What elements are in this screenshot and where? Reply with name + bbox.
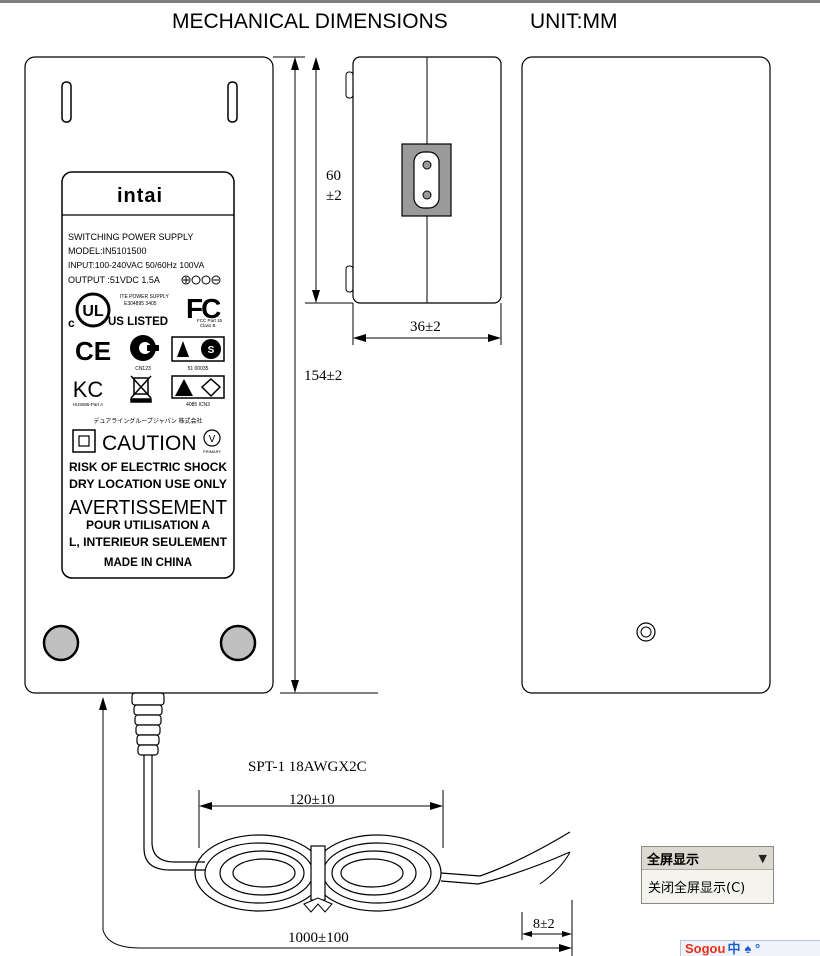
warning-line-2: DRY LOCATION USE ONLY (69, 477, 227, 491)
cable-length: 1000±100 (288, 930, 349, 946)
weee-bin-icon (130, 375, 152, 403)
cable-wire-a (143, 755, 205, 871)
width-dimension: 36±2 (410, 319, 441, 335)
adapter-bottom-view (521, 56, 771, 694)
ul-file-text: E304895 3405 (124, 301, 157, 307)
cable-tie (310, 845, 326, 901)
svg-text:V: V (209, 434, 216, 445)
caution-text: CAUTION (102, 432, 197, 455)
strain-relief (131, 692, 165, 756)
length-dimension: 154±2 (304, 368, 342, 384)
label-line-4: OUTPUT :51VDC 1.5A (68, 275, 160, 285)
exit-fullscreen-item[interactable]: 关闭全屏显示(C) (648, 881, 746, 896)
fullscreen-menu[interactable]: 全屏显示 ▼ 关闭全屏显示(C) (641, 846, 774, 904)
svg-text:PRIMARY: PRIMARY (203, 449, 221, 454)
ul-c-mark: c (68, 316, 75, 330)
double-insulation-icon (72, 429, 96, 453)
vent-slot-right (227, 81, 238, 123)
screw-hole-icon (636, 622, 656, 642)
label-line-1: SWITCHING POWER SUPPLY (68, 232, 193, 242)
vent-slot-left (61, 81, 72, 123)
svg-text:S: S (208, 345, 215, 356)
ccc-code: CN123 (135, 366, 151, 372)
fullscreen-menu-header[interactable]: 全屏显示 ▼ (642, 847, 773, 870)
nz-code: 51 00035 (188, 366, 209, 372)
window-top-border (0, 0, 820, 3)
fcc-note: FCC Part 15 (197, 318, 223, 323)
foot-pad-left (42, 624, 80, 662)
svg-text:UL: UL (82, 303, 104, 320)
cable-wire-b (151, 755, 205, 863)
japanese-line: デュアライングループジャパン 株式会社 (93, 417, 202, 425)
fcc-logo-icon: FC (186, 293, 221, 324)
warning-line-6: MADE IN CHINA (104, 557, 192, 569)
kc-code: HU5085-Part A (73, 402, 103, 407)
kc-mark-icon: KC (73, 377, 104, 402)
output-wire-b (440, 851, 571, 885)
coil-dimension: 120±10 (289, 792, 335, 808)
ce-mark-icon: CE (75, 336, 111, 366)
toolbar-glyphs[interactable]: ♠ ° (744, 941, 761, 956)
polarity-icon (181, 275, 221, 285)
cert-mark-icon (171, 375, 225, 399)
nz-mark-icon: S (171, 336, 225, 362)
warning-line-4: POUR UTILISATION A (86, 518, 210, 532)
ccc-mark-icon (130, 335, 159, 361)
foot-pad-right (219, 624, 257, 662)
efficiency-v-icon (203, 429, 221, 447)
inlet-tolerance: ±2 (326, 188, 342, 204)
label-line-3: INPUT:100-240VAC 50/60Hz 100VA (68, 260, 205, 270)
ul-listed-text: US LISTED (108, 316, 168, 328)
unit-label: UNIT:MM (530, 10, 618, 33)
ul-small-text: ITE POWER SUPPLY (120, 294, 169, 300)
warning-line-3: AVERTISSEMENT (69, 497, 227, 519)
output-wire-a (440, 831, 571, 877)
cable-spec: SPT-1 18AWGX2C (248, 759, 367, 775)
warning-line-5: L, INTERIEUR SEULEMENT (69, 535, 228, 549)
warning-line-1: RISK OF ELECTRIC SHOCK (69, 460, 227, 474)
rating-label (61, 171, 235, 579)
brand-logo: intai (117, 185, 163, 207)
inlet-height: 60 (326, 168, 341, 184)
ul-logo-icon (75, 292, 111, 328)
fcc-class: Class B (200, 323, 216, 328)
label-line-2: MODEL:IN5101500 (68, 246, 147, 256)
cert-code: 4085 ICN3 (186, 402, 210, 408)
sogou-logo-icon[interactable]: Sogou (685, 941, 726, 956)
fullscreen-menu-title: 全屏显示 (647, 852, 700, 868)
side-tab-bottom (345, 265, 354, 293)
side-tab-top (345, 71, 354, 99)
dropdown-arrow-icon[interactable]: ▼ (758, 851, 767, 865)
drawing-title: MECHANICAL DIMENSIONS (172, 10, 448, 33)
strip-dimension: 8±2 (533, 917, 555, 932)
chinese-mode-button[interactable]: 中 (727, 941, 741, 956)
